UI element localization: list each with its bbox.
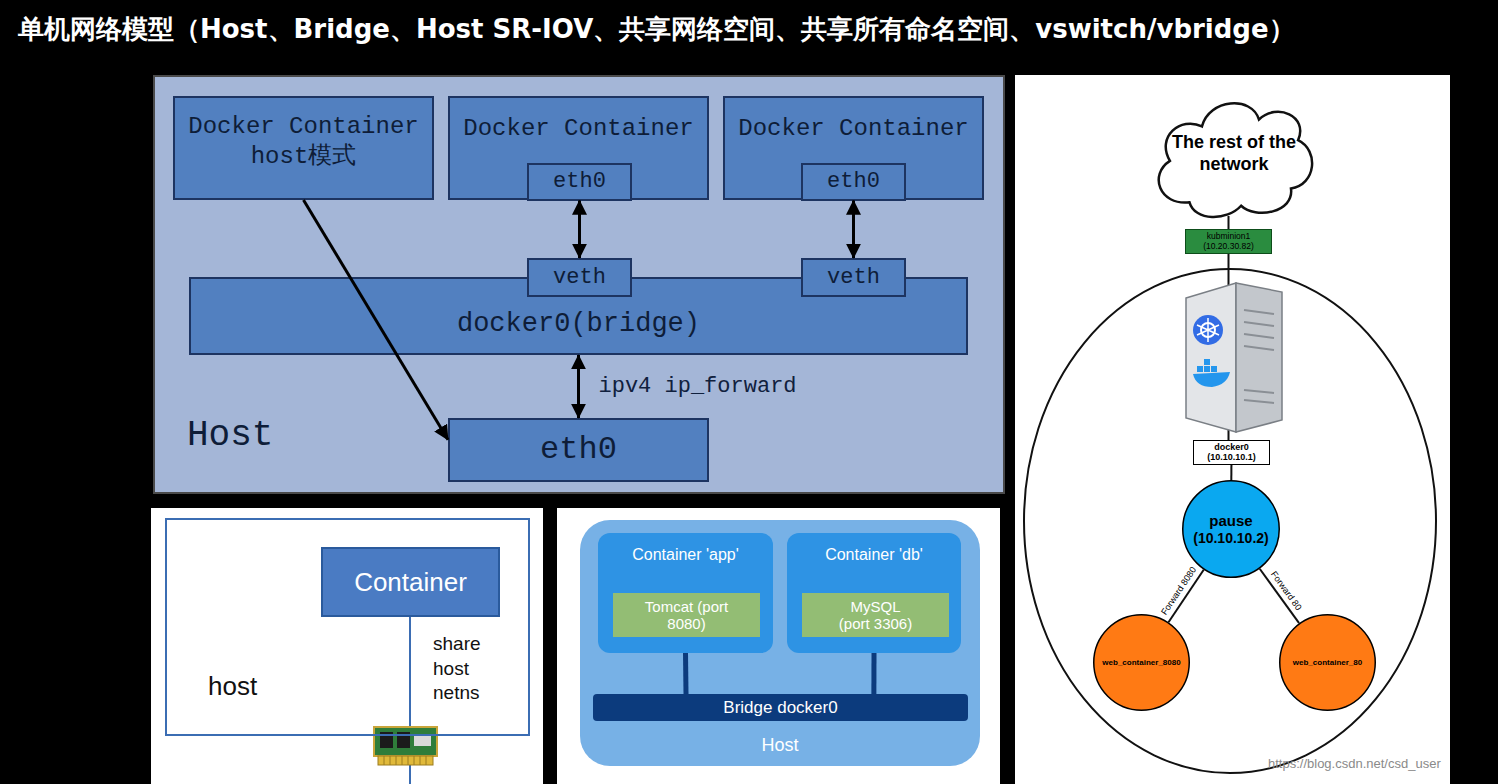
- node-label: eth0: [540, 430, 617, 470]
- host-nic-box: kubminion1(10.20.30.82): [1185, 229, 1272, 254]
- text-group: Host: [187, 413, 273, 458]
- link-line: [871, 653, 876, 694]
- callout-note: share host netns: [433, 632, 495, 706]
- arrow-connector: [304, 200, 449, 440]
- edge-label: ipv4 ip_forward: [597, 373, 799, 399]
- text-group: Docker Container: [463, 114, 693, 144]
- node-label: web_container_8080: [1102, 658, 1180, 668]
- nic-icon: [374, 727, 437, 765]
- node-outline: [1024, 269, 1436, 773]
- node-label: pause: [1209, 512, 1252, 530]
- link-line: [1169, 570, 1204, 623]
- text-group: eth0: [540, 430, 617, 470]
- text-group: Container: [354, 566, 467, 599]
- panel-ground: [151, 508, 543, 784]
- host-panel: Host Docker Container host模式 Docker Contai…: [153, 75, 1005, 494]
- text-group: veth: [553, 264, 606, 292]
- container-box: Container 'app' Tomcat (port 8080): [598, 533, 773, 653]
- text-group: Container 'db': [825, 545, 923, 565]
- app-box: Tomcat (port 8080): [613, 593, 760, 637]
- link-line: [683, 653, 689, 694]
- node-label: docker0: [1214, 443, 1249, 453]
- text-group: eth0: [827, 168, 880, 196]
- node-label: veth: [553, 264, 606, 292]
- container-box: Docker Container host模式: [173, 96, 434, 200]
- node-label: veth: [827, 264, 880, 292]
- node-label: kubminion1: [1207, 232, 1250, 241]
- interface-box: eth0: [801, 163, 906, 201]
- app-box: MySQL (port 3306): [802, 593, 949, 637]
- container-box: Docker Container eth0: [723, 96, 984, 200]
- arrow-connector: [577, 355, 580, 418]
- node-label: (10.10.10.2): [1193, 530, 1269, 547]
- node-label: The rest of the network: [1167, 132, 1301, 175]
- text-group: veth: [827, 264, 880, 292]
- text-group: Container 'app': [632, 545, 739, 565]
- container-box: Container 'db' MySQL (port 3306): [787, 533, 961, 653]
- interface-box: eth0: [527, 163, 632, 201]
- text-group: eth0: [553, 168, 606, 196]
- text-group: web_container_8080: [1102, 658, 1180, 668]
- link-line: [1230, 465, 1232, 480]
- page-title: 单机网络模型（Host、Bridge、Host SR-IOV、共享网络空间、共享…: [18, 12, 1295, 47]
- node-label: Docker Container: [463, 114, 693, 144]
- container-box: Docker Container eth0: [448, 96, 709, 200]
- node-label: Container: [354, 566, 467, 599]
- node-label: Docker Container host模式: [179, 112, 428, 172]
- text-group: Tomcat (port 8080): [644, 598, 729, 633]
- node-label: Host: [761, 734, 798, 757]
- text-group: docker0(10.10.10.1): [1207, 443, 1256, 463]
- text-group: MySQL (port 3306): [835, 598, 916, 633]
- container-circle: web_container_80: [1279, 614, 1376, 711]
- text-group: Docker Container: [738, 114, 968, 144]
- interface-box: eth0: [448, 418, 709, 482]
- link-line: [1260, 569, 1299, 623]
- host-region: HostContainer 'app'Tomcat (port 8080)Con…: [580, 520, 980, 766]
- text-group: docker0(bridge): [457, 308, 700, 342]
- network-cloud: The rest of the network: [1145, 85, 1323, 223]
- arrow-connector: [578, 201, 581, 259]
- node-label: Tomcat (port 8080): [644, 598, 729, 633]
- veth-box: veth: [801, 258, 906, 297]
- node-label: Docker Container: [738, 114, 968, 144]
- node-label: MySQL (port 3306): [835, 598, 916, 633]
- node-label: Container 'db': [825, 545, 923, 565]
- bridge-box: docker0(10.10.10.1): [1193, 440, 1270, 465]
- text-group: The rest of the network: [1167, 132, 1301, 175]
- node-label: Bridge docker0: [723, 697, 837, 718]
- text-group: Bridge docker0: [723, 697, 837, 718]
- text-group: Docker Container host模式: [179, 112, 428, 172]
- container-circle: web_container_8080: [1093, 614, 1190, 711]
- text-group: web_container_80: [1293, 658, 1362, 668]
- edge-label: Forward 8080: [1158, 563, 1200, 618]
- node-label: host: [208, 670, 257, 703]
- node-label: docker0(bridge): [457, 308, 700, 342]
- node-label: web_container_80: [1293, 658, 1362, 668]
- pause-circle: pause(10.10.10.2): [1182, 480, 1280, 578]
- veth-box: veth: [527, 258, 632, 297]
- panel-ground: [1015, 75, 1450, 784]
- container-box: Container: [321, 547, 500, 617]
- node-label: eth0: [827, 168, 880, 196]
- circle-outline: [1182, 480, 1280, 578]
- bridge-bar: Bridge docker0: [593, 694, 968, 721]
- node-label: (10.20.30.82): [1203, 242, 1254, 251]
- node-label: Host: [187, 413, 273, 458]
- node-label: eth0: [553, 168, 606, 196]
- link-line: [1227, 216, 1229, 229]
- server-icon: [1186, 283, 1282, 432]
- text-group: Host: [761, 734, 798, 757]
- node-label: Container 'app': [632, 545, 739, 565]
- node-label: (10.10.10.1): [1207, 453, 1256, 463]
- panel-ground: [557, 508, 1000, 784]
- watermark: https://blog.csdn.net/csd_user: [1268, 756, 1441, 772]
- text-group: kubminion1(10.20.30.82): [1203, 232, 1254, 251]
- text-group: host: [208, 670, 257, 703]
- arrow-connector: [852, 201, 855, 259]
- edge-label: Forward 80: [1268, 568, 1306, 614]
